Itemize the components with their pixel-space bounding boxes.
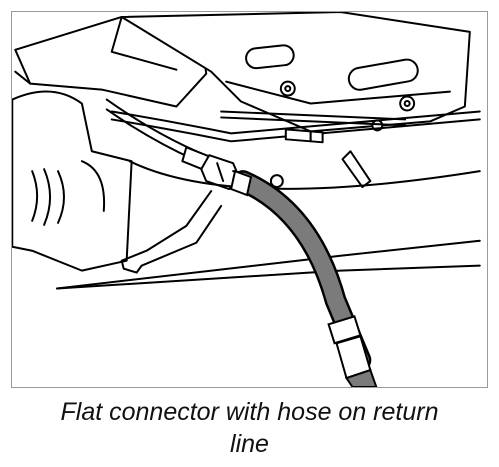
bracket-tab	[341, 150, 372, 189]
boot-ridge-2	[43, 168, 52, 226]
rigid-line-upper	[220, 110, 407, 121]
caption-line-1: Flat connector with hose on return	[60, 398, 439, 426]
hose-top-collar	[229, 169, 253, 197]
body-panel-crease	[110, 15, 178, 71]
panel-inner-edge	[225, 80, 451, 105]
caption-line-2: line	[230, 430, 269, 458]
bolt-left	[279, 80, 296, 97]
upper-body-panel	[120, 12, 471, 133]
boot-ridge-1	[31, 170, 39, 222]
slot-left	[245, 44, 295, 70]
slot-right	[347, 58, 419, 91]
boot-ridge-3	[57, 170, 65, 224]
chassis-rail-bottom	[56, 264, 481, 290]
line-fitting-a	[284, 128, 312, 143]
technical-illustration	[11, 11, 488, 388]
figure-caption: Flat connector with hose on return line	[0, 396, 499, 460]
transmission-housing	[12, 90, 133, 272]
chassis-rail-lower	[56, 239, 481, 290]
return-hose	[232, 170, 372, 372]
chassis-rail-upper	[128, 160, 481, 190]
illustration-drawing	[12, 12, 481, 387]
line-fitting-b	[309, 130, 324, 144]
housing-detail	[80, 160, 106, 212]
body-panel-edge	[14, 70, 32, 85]
hose-end-tip	[344, 368, 378, 387]
bracket-bolt	[269, 174, 284, 189]
bolt-right	[399, 95, 416, 112]
mounting-bracket	[120, 190, 223, 274]
